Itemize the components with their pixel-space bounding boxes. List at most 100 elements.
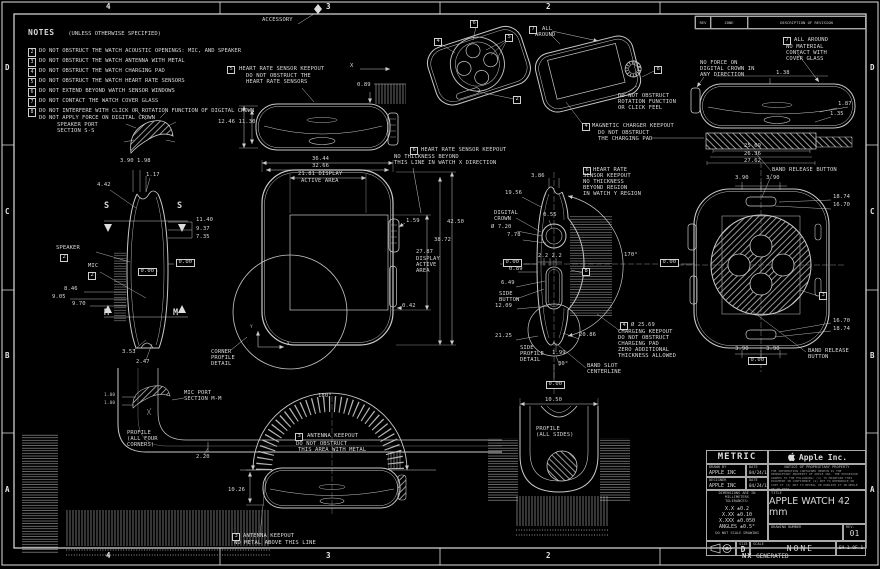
notes-title: NOTES	[28, 28, 55, 37]
balloon-label: 8	[582, 268, 591, 276]
dim-label: 30°	[558, 361, 569, 367]
note-number: 8	[28, 108, 37, 117]
note-number: 7	[28, 98, 37, 107]
dim-label: 19.56	[505, 190, 523, 196]
tolerance-angles: ANGLES ±0.5°	[718, 523, 756, 530]
third-angle-projection-icon	[709, 542, 733, 555]
balloon-label: 5	[505, 34, 514, 42]
dim-label: 3.86	[531, 173, 545, 179]
balloon-label: 0.00	[748, 357, 767, 365]
dim-label: 1.17	[146, 172, 160, 178]
note-number: 2	[28, 48, 37, 57]
dim-label: 21.81 DISPLAY	[298, 171, 343, 177]
dim-label: PROFILE	[536, 426, 560, 432]
dim-label: 3.90	[766, 346, 780, 352]
dim-label: ROTATION FUNCTION	[618, 99, 676, 105]
balloon-label: 4	[582, 123, 591, 131]
dim-label: 27.87	[416, 249, 434, 255]
dim-label: THICKNESS ALLOWED	[618, 353, 676, 359]
dim-label: 12.09	[495, 303, 513, 309]
dim-label: 3.90	[735, 175, 749, 181]
zone-label: 3	[326, 2, 331, 11]
sheet-cell: SH 1 OF 1	[836, 541, 866, 556]
dim-label: CHARGING KEEPOUT	[618, 329, 673, 335]
dim-label: 8.46	[64, 286, 78, 292]
dim-label: DO NOT OBSTRUCT	[618, 93, 670, 99]
scale-value: NONE	[786, 544, 815, 553]
dim-label: SECTION M-M	[184, 396, 222, 402]
dim-label: 21.25	[495, 333, 513, 339]
dim-label: 180°	[318, 393, 332, 399]
dim-label: BAND RELEASE BUTTON	[772, 167, 837, 173]
balloon-label: 5	[227, 66, 236, 74]
balloon-label: 6	[583, 167, 592, 175]
tolerance-xxxx: X.XXX ±0.050	[718, 517, 756, 524]
zone-label: 4	[106, 2, 111, 11]
zone-label: 2	[546, 551, 551, 560]
dim-label: NO METAL ABOVE THIS LINE	[234, 540, 316, 546]
notes-subtitle: (UNLESS OTHERWISE SPECIFIED)	[68, 31, 161, 37]
note-number: 5	[28, 78, 37, 87]
balloon-label: 2	[513, 96, 522, 104]
generator-note: NX GENERATED	[742, 552, 789, 560]
dim-label: 16.70	[833, 202, 851, 208]
tolerance-xxx: X.XX ±0.10	[721, 511, 753, 518]
balloon-label: 3	[819, 292, 828, 300]
dim-label: 9.70	[72, 301, 86, 307]
dim-label: X	[350, 63, 354, 69]
dim-label: DO NOT OBSTRUCT	[618, 335, 670, 341]
dim-label: ANTENNA KEEPOUT	[307, 433, 359, 439]
zone-label: B	[5, 351, 10, 360]
dim-label: Y	[250, 325, 253, 330]
zone-label: 4	[106, 551, 111, 560]
revision-col-zone: ZONE	[711, 16, 748, 29]
dim-label: BUTTON	[808, 354, 829, 360]
dim-label: 20.86	[579, 332, 597, 338]
dim-label: CROWN	[494, 216, 512, 222]
dim-label: 10.26	[228, 487, 246, 493]
scale-label: SCALE	[753, 542, 764, 546]
zone-label: C	[870, 207, 875, 216]
dim-label: MAGNETIC CHARGER KEEPOUT	[592, 123, 674, 129]
balloon-label: 3	[295, 433, 304, 441]
dim-label: DO NOT OBSTRUCT	[296, 441, 348, 447]
dim-label: 170°	[624, 252, 638, 258]
balloon-label: 8	[654, 66, 663, 74]
dim-label: CENTERLINE	[587, 369, 622, 375]
note-text: DO NOT OBSTRUCT THE WATCH ANTENNA WITH M…	[39, 58, 185, 64]
note-text: DO NOT OBSTRUCT THE WATCH HEART RATE SEN…	[39, 78, 185, 84]
dims-note-2: TOLERANCES:	[725, 499, 749, 504]
generator-nx: NX	[742, 552, 753, 560]
dim-label: 7.35	[196, 234, 210, 240]
dim-label: HEART RATE SENSOR KEEPOUT	[421, 147, 507, 153]
dim-label: 18.74	[833, 326, 851, 332]
dim-label: SIDE	[520, 345, 534, 351]
drawn-date-label: DATE	[749, 465, 758, 469]
note-number: 3	[28, 58, 37, 67]
dim-label: THE CHARGING PAD	[598, 136, 653, 142]
dim-label: PROFILE	[520, 351, 544, 357]
notice-title: NOTICE OF PROPRIETARY PROPERTY	[784, 465, 850, 469]
size-value: D	[740, 544, 746, 554]
dim-label: 3.90	[735, 346, 749, 352]
dim-label: 11.40	[196, 217, 214, 223]
note-number: 6	[28, 88, 37, 97]
zone-label: A	[870, 485, 875, 494]
dim-label: AREA	[416, 268, 430, 274]
dim-label: NO MATERIAL	[786, 44, 824, 50]
dim-label: DIGITAL	[494, 210, 518, 216]
balloon-label: 7	[783, 37, 792, 45]
note-text: DO NOT OBSTRUCT THE WATCH ACOUSTIC OPENI…	[39, 48, 242, 54]
dim-label: 1.00	[104, 393, 116, 398]
metric-cell: METRIC	[706, 450, 768, 464]
dim-label: SPEAKER PORT	[57, 122, 98, 128]
note-text: DO NOT OBSTRUCT THE WATCH CHARGING PAD	[39, 68, 165, 74]
dim-label: 32.66	[312, 163, 330, 169]
dim-label: (ALL FOUR	[127, 436, 158, 442]
dim-label: 1.87	[838, 101, 852, 107]
dim-label: ACTIVE AREA	[301, 178, 339, 184]
dim-label: 4.42	[97, 182, 111, 188]
